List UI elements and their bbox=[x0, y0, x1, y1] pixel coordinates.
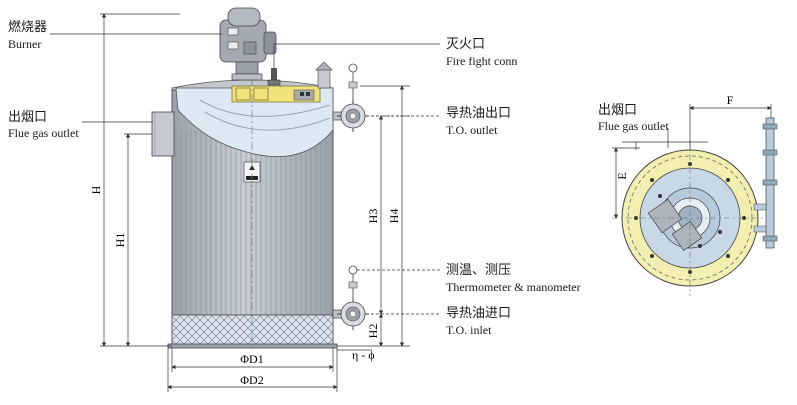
dim-h1: H1 bbox=[113, 233, 127, 248]
to-outlet-flange bbox=[332, 100, 369, 132]
base-plate bbox=[167, 343, 338, 349]
dim-h4: H4 bbox=[387, 209, 401, 224]
dim-h3: H3 bbox=[366, 209, 380, 224]
dim-e: E bbox=[615, 172, 629, 179]
top-view-flue-outlet bbox=[647, 198, 683, 234]
dim-n-phi: η - ϕ bbox=[352, 348, 375, 362]
to-inlet-label-zh: 导热油进口 bbox=[446, 306, 512, 321]
burner-label-en: Burner bbox=[8, 37, 42, 51]
to-inlet-label-en: T.O. inlet bbox=[446, 323, 492, 337]
fire-fight-label-en: Fire fight conn bbox=[446, 54, 518, 68]
flue-gas-label-en: Flue gas outlet bbox=[8, 126, 79, 140]
lower-gauge bbox=[348, 265, 358, 301]
upper-gauge bbox=[348, 63, 358, 103]
burner bbox=[219, 7, 277, 81]
to-outlet-label-zh: 导热油出口 bbox=[446, 106, 512, 121]
top-vent bbox=[317, 67, 331, 89]
top-view-flue-label-en: Flue gas outlet bbox=[598, 119, 669, 133]
boiler-body bbox=[167, 30, 338, 349]
thermometer-label-en: Thermometer & manometer bbox=[446, 280, 581, 294]
top-view-dimensions bbox=[612, 104, 772, 219]
fire-fight-connection bbox=[267, 68, 281, 86]
flue-gas-outlet bbox=[151, 111, 175, 157]
top-view bbox=[612, 117, 778, 296]
to-inlet-flange bbox=[332, 298, 369, 330]
dimension-lines bbox=[100, 13, 410, 392]
top-view-flue-label-zh: 出烟口 bbox=[598, 103, 638, 118]
to-outlet-label-en: T.O. outlet bbox=[446, 123, 498, 137]
dim-h: H bbox=[89, 185, 103, 194]
fire-fight-label-zh: 灭火口 bbox=[446, 37, 486, 52]
burner-label-zh: 燃烧器 bbox=[8, 20, 48, 35]
shell-fins bbox=[175, 130, 332, 315]
thermometer-label-zh: 测温、测压 bbox=[446, 263, 512, 278]
dim-d2: ΦD2 bbox=[240, 373, 263, 387]
top-view-bolts bbox=[634, 162, 746, 274]
dim-h2: H2 bbox=[366, 324, 380, 339]
flue-gas-label-zh: 出烟口 bbox=[8, 110, 48, 125]
cutaway-section bbox=[175, 87, 334, 158]
dim-d1: ΦD1 bbox=[240, 352, 263, 366]
dim-f: F bbox=[727, 93, 734, 107]
